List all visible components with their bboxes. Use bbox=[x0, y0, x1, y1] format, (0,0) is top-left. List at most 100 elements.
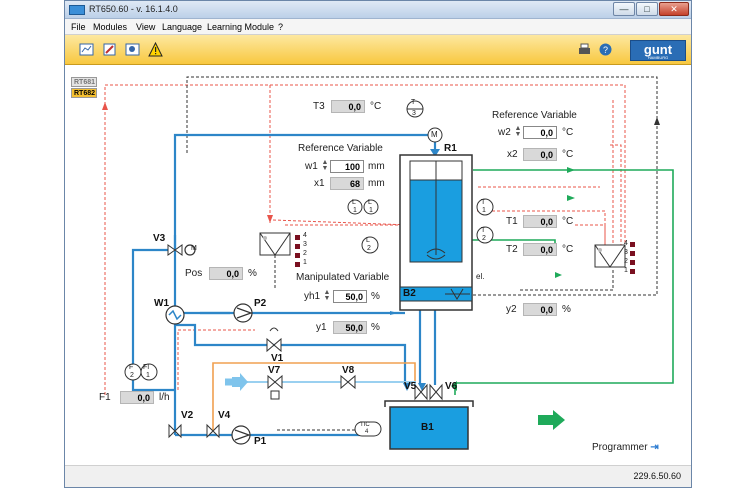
w2-spinner[interactable]: ▲▼ bbox=[514, 125, 522, 138]
f1-value: 0,0 bbox=[120, 391, 154, 404]
tab-rt681[interactable]: RT681 bbox=[71, 77, 97, 87]
led-left-2: 2 bbox=[303, 250, 307, 257]
inst-l1b-letter: L bbox=[368, 199, 372, 206]
process-image-icon[interactable] bbox=[125, 42, 140, 57]
label-p1: P1 bbox=[254, 436, 267, 447]
process-diagram: RT681 RT682 bbox=[65, 65, 691, 465]
status-version: 229.6.50.60 bbox=[633, 471, 681, 481]
minimize-button[interactable]: — bbox=[613, 2, 635, 16]
x1-value: 68 bbox=[330, 177, 364, 190]
svg-text:?: ? bbox=[603, 45, 608, 55]
x2-value: 0,0 bbox=[523, 148, 557, 161]
menu-learning-module[interactable]: Learning Module bbox=[207, 22, 275, 32]
yh1-input[interactable]: 50,0 bbox=[333, 290, 367, 303]
label-b2: B2 bbox=[403, 288, 416, 299]
x2-label: x2 bbox=[507, 149, 518, 160]
t3-unit: °C bbox=[370, 101, 382, 112]
programmer-link[interactable]: Programmer ⇥ bbox=[592, 442, 659, 453]
motor-v3-icon: M bbox=[191, 245, 197, 252]
print-icon[interactable] bbox=[577, 42, 592, 57]
t1-unit: °C bbox=[562, 216, 574, 227]
f1-label: F1 bbox=[99, 392, 111, 403]
window-title: RT650.60 - v. 16.1.4.0 bbox=[89, 4, 178, 14]
programmer-label: Programmer bbox=[592, 442, 648, 453]
t1-value: 0,0 bbox=[523, 215, 557, 228]
w2-unit: °C bbox=[562, 127, 574, 138]
led-left-1: 1 bbox=[303, 259, 307, 266]
inst-t3-num: 3 bbox=[412, 110, 416, 117]
menu-file[interactable]: File bbox=[71, 22, 86, 32]
inst-tic-letter: TIC bbox=[360, 422, 370, 428]
logo-text: gunt bbox=[643, 42, 673, 57]
logo-subtext: HAMBURG bbox=[647, 55, 669, 60]
w2-input[interactable]: 0,0 bbox=[523, 126, 557, 139]
t2-unit: °C bbox=[562, 244, 574, 255]
pos-unit: % bbox=[248, 268, 257, 279]
t2-label: T2 bbox=[506, 244, 518, 255]
pos-value: 0,0 bbox=[209, 267, 243, 280]
yh1-spinner[interactable]: ▲▼ bbox=[323, 289, 331, 302]
valve-v5 bbox=[414, 383, 428, 401]
tank-b1 bbox=[389, 406, 469, 450]
t1-label: T1 bbox=[506, 216, 518, 227]
led-right-3: 3 bbox=[624, 249, 628, 256]
inst-t3-letter: T bbox=[411, 99, 416, 106]
inst-f2-letter: F bbox=[129, 364, 134, 371]
valve-v3 bbox=[167, 244, 183, 256]
inst-f2-num: 2 bbox=[130, 372, 134, 379]
valve-v4 bbox=[206, 423, 220, 439]
ref-left-title: Reference Variable bbox=[298, 143, 383, 154]
w1-label: w1 bbox=[305, 161, 318, 172]
led-right-2: 2 bbox=[624, 258, 628, 265]
controller-right bbox=[594, 244, 626, 268]
label-electric-heater: el. bbox=[476, 272, 485, 281]
w2-label: w2 bbox=[498, 127, 511, 138]
valve-v2 bbox=[168, 423, 182, 439]
label-w1: W1 bbox=[154, 298, 169, 309]
edit-document-icon[interactable] bbox=[102, 42, 117, 57]
valve-v7 bbox=[267, 374, 283, 390]
w1-spinner[interactable]: ▲▼ bbox=[321, 159, 329, 172]
process-schematic bbox=[102, 76, 674, 450]
controller-left bbox=[259, 232, 291, 256]
label-b1: B1 bbox=[421, 422, 434, 433]
app-window: RT650.60 - v. 16.1.4.0 — □ ✕ File Module… bbox=[64, 0, 692, 488]
app-icon bbox=[69, 5, 85, 15]
warning-icon[interactable] bbox=[148, 42, 163, 57]
t3-value: 0,0 bbox=[331, 100, 365, 113]
menu-view[interactable]: View bbox=[136, 22, 156, 32]
yh1-label: yh1 bbox=[304, 291, 321, 302]
y1-unit: % bbox=[371, 322, 380, 333]
valve-v1 bbox=[266, 337, 282, 353]
yh1-unit: % bbox=[371, 291, 380, 302]
inst-l1b-num: 1 bbox=[369, 207, 373, 214]
menu-help[interactable]: ? bbox=[278, 22, 284, 32]
help-icon[interactable]: ? bbox=[598, 42, 613, 57]
w1-input[interactable]: 100 bbox=[330, 160, 364, 173]
menu-modules[interactable]: Modules bbox=[93, 22, 128, 32]
tab-rt682[interactable]: RT682 bbox=[71, 88, 97, 98]
x1-unit: mm bbox=[368, 178, 385, 189]
pos-label: Pos bbox=[185, 268, 203, 279]
label-r1: R1 bbox=[444, 143, 457, 154]
label-v2: V2 bbox=[181, 410, 194, 421]
maximize-button[interactable]: □ bbox=[636, 2, 658, 16]
y1-label: y1 bbox=[316, 322, 327, 333]
inst-l2-num: 2 bbox=[367, 245, 371, 252]
chart-view-icon[interactable] bbox=[79, 42, 94, 57]
close-button[interactable]: ✕ bbox=[659, 2, 689, 16]
label-v8: V8 bbox=[342, 365, 355, 376]
motor-r1-icon: M bbox=[431, 130, 438, 139]
ref-right-title: Reference Variable bbox=[492, 110, 577, 121]
led-left-4: 4 bbox=[303, 232, 307, 239]
led-right-4: 4 bbox=[624, 240, 628, 247]
inst-l2-letter: L bbox=[366, 237, 370, 244]
led-right-1: 1 bbox=[624, 267, 628, 274]
menu-language[interactable]: Language bbox=[162, 22, 203, 32]
label-v4: V4 bbox=[218, 410, 231, 421]
inst-t1-letter: T bbox=[481, 199, 486, 206]
label-v1: V1 bbox=[271, 353, 284, 364]
label-v5: V5 bbox=[404, 381, 417, 392]
